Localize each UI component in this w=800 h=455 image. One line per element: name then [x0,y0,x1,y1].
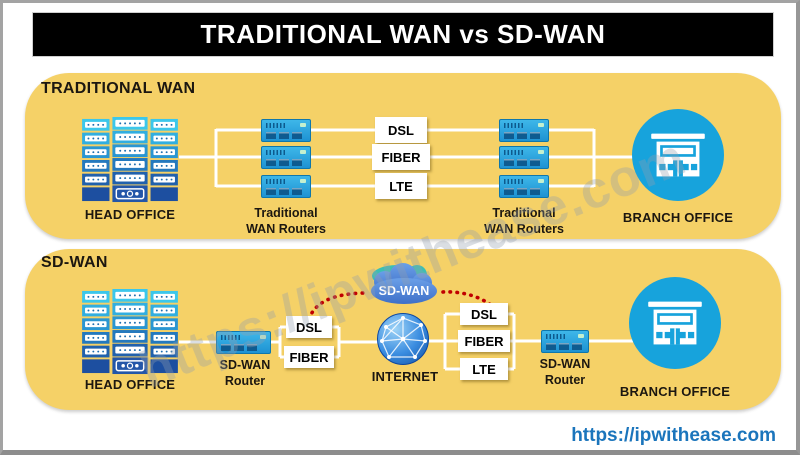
sdwan-router-icon [216,331,271,354]
wan-router-icon [499,175,549,198]
head-office-server-icon [82,289,178,375]
internet-globe-icon [377,313,429,365]
branch-office-label: BRANCH OFFICE [622,210,734,225]
wan-router-icon [499,146,549,169]
storefront-building-icon [651,133,705,177]
right-routers-label: Traditional WAN Routers [484,206,564,237]
wan-router-icon [499,119,549,142]
wan-router-icon [261,175,311,198]
link-box-fiber: FIBER [372,144,430,170]
head-office-label: HEAD OFFICE [84,207,176,222]
branch-office-label: BRANCH OFFICE [619,384,731,399]
sdwan-router-label: SD-WAN Router [219,358,271,389]
storefront-building-icon [648,301,702,345]
wan-router-icon [261,119,311,142]
link-box-fiber: FIBER [284,346,334,368]
title-bar: TRADITIONAL WAN vs SD-WAN [33,13,773,56]
link-box-dsl: DSL [375,117,427,143]
sdwan-cloud-icon: SD-WAN [371,263,437,304]
connection-lines [179,128,635,371]
page-title: TRADITIONAL WAN vs SD-WAN [200,19,606,49]
link-box-dsl: DSL [460,303,508,325]
footer-url-link[interactable]: https://ipwithease.com [571,425,776,446]
wan-router-icon [261,146,311,169]
left-routers-label: Traditional WAN Routers [246,206,326,237]
sdwan-router-icon [541,330,589,353]
sdwan-cloud-label: SD-WAN [379,284,430,298]
link-box-dsl: DSL [286,316,332,338]
branch-office-node [632,109,724,201]
internet-label: INTERNET [371,369,439,384]
link-box-lte: LTE [375,173,427,199]
sdwan-router-label: SD-WAN Router [539,357,591,388]
link-box-fiber: FIBER [458,330,510,352]
head-office-server-icon [82,117,178,203]
head-office-label: HEAD OFFICE [84,377,176,392]
sdwan-panel-title: SD-WAN [41,254,108,271]
link-box-lte: LTE [460,358,508,380]
traditional-wan-panel-title: TRADITIONAL WAN [41,80,196,97]
branch-office-node [629,277,721,369]
